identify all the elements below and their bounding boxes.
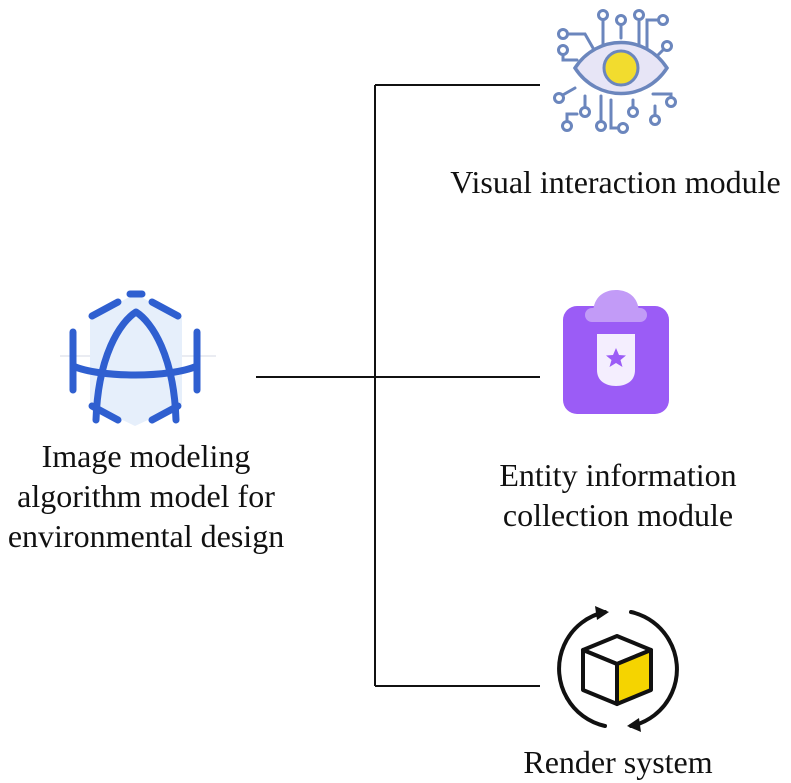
root-label-line: algorithm model for: [17, 478, 275, 514]
render-system-label: Render system: [500, 742, 736, 782]
root-label-line: Image modeling: [41, 438, 251, 474]
module-label-line: Entity information: [499, 457, 737, 493]
eye-circuit-icon: [553, 9, 677, 134]
module-label-line: collection module: [502, 497, 734, 533]
entity-information-label: Entity information collection module: [470, 455, 766, 535]
module-label-line: Render system: [523, 744, 713, 780]
rotating-cube-icon: [557, 606, 679, 732]
module-label-line: Visual interaction module: [450, 164, 781, 200]
cube-network-icon: [60, 290, 216, 426]
root-label-line: environmental design: [7, 518, 285, 554]
clipboard-star-icon: [563, 290, 669, 414]
visual-interaction-label: Visual interaction module: [440, 162, 791, 202]
root-label: Image modeling algorithm model for envir…: [0, 436, 292, 556]
